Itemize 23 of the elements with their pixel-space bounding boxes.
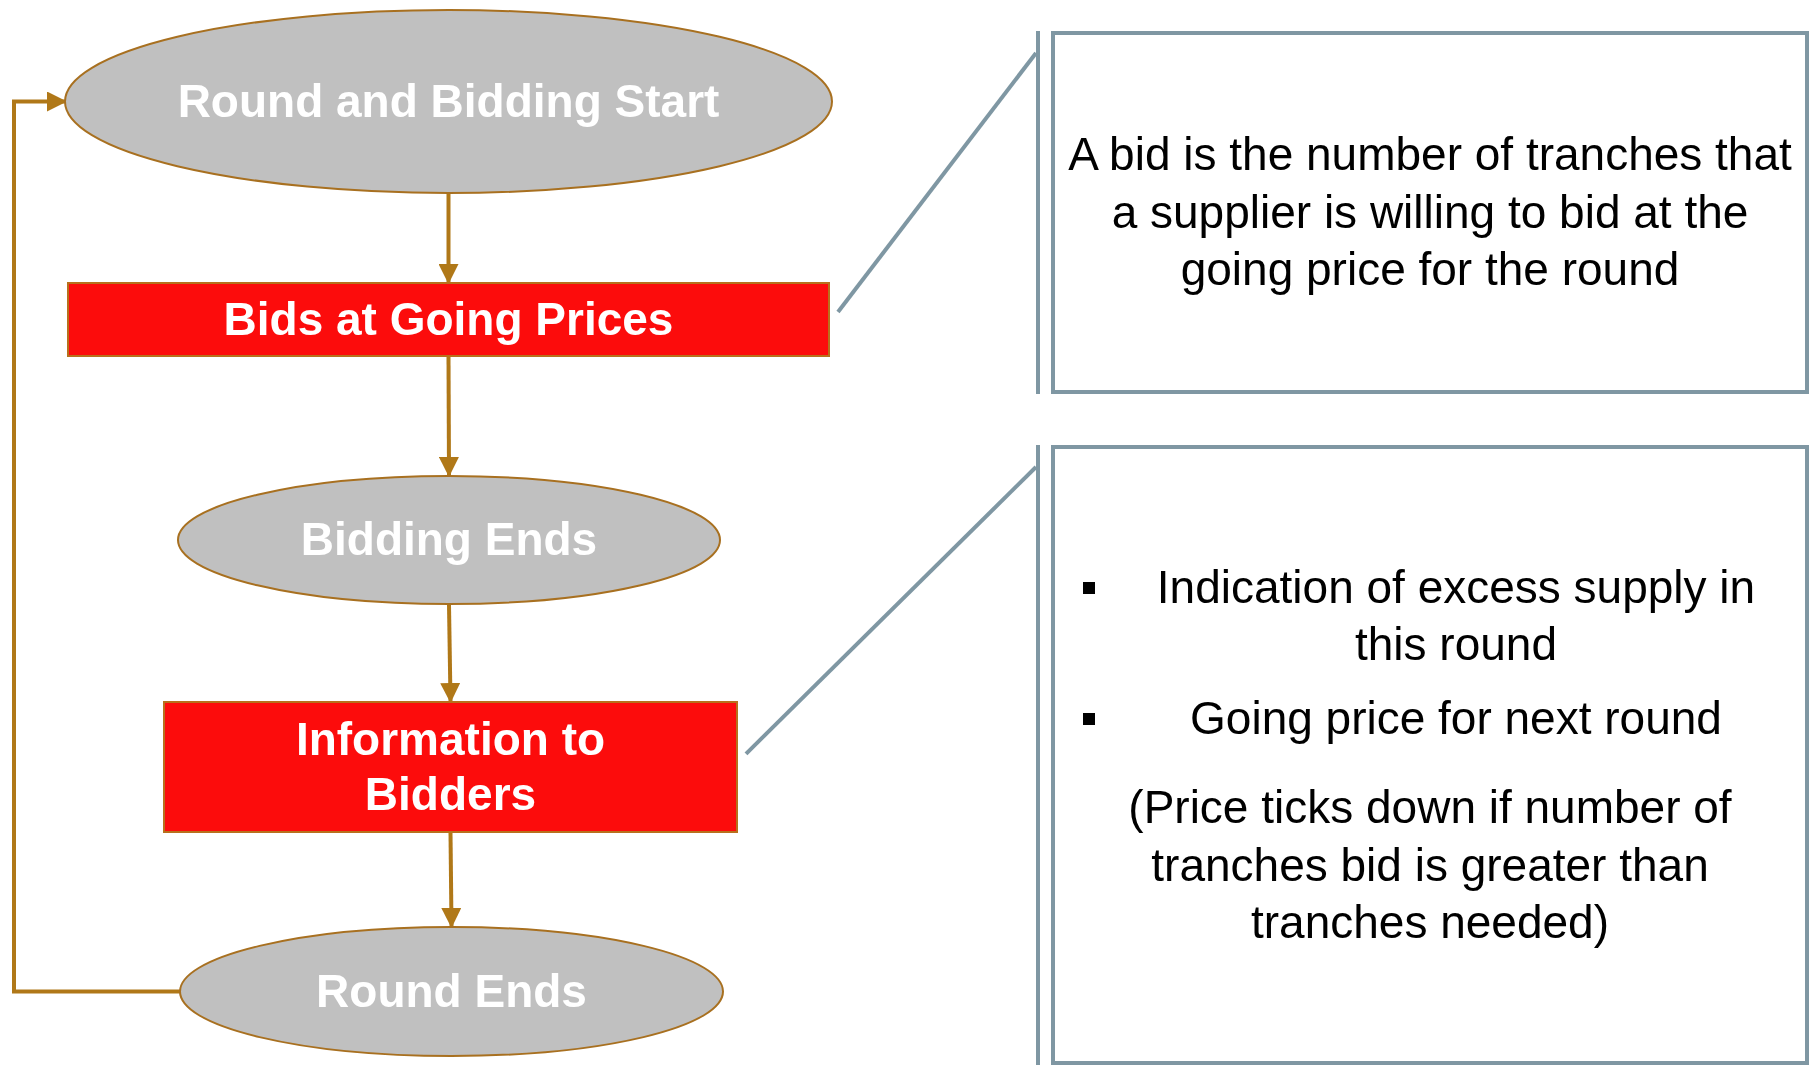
arrow bbox=[441, 832, 462, 928]
leader-line bbox=[744, 465, 1038, 756]
node-label: Bids at Going Prices bbox=[223, 291, 674, 347]
note-text: (Price ticks down if number of tranches bid is greater than tranches needed) bbox=[1127, 780, 1733, 950]
arrow bbox=[438, 194, 459, 284]
arrow bbox=[12, 91, 180, 994]
ellipse-node bbox=[64, 9, 833, 194]
node-label: Round and Bidding Start bbox=[177, 73, 720, 129]
bullet-item: Indication of excess supply in this round bbox=[1063, 558, 1797, 674]
node-label: Information to Bidders bbox=[294, 711, 607, 822]
leader-line bbox=[836, 51, 1038, 314]
arrow bbox=[438, 357, 459, 477]
ellipse-node bbox=[177, 475, 721, 605]
ellipse-node bbox=[179, 926, 724, 1057]
process-box bbox=[163, 701, 738, 833]
note-text: A bid is the number of tranches that a supplier is willing to bid at the going price for the round bbox=[1067, 127, 1793, 298]
callout-box bbox=[1036, 31, 1809, 394]
callout-box bbox=[1036, 445, 1809, 1065]
process-box bbox=[67, 282, 830, 357]
node-label: Round Ends bbox=[316, 963, 587, 1019]
bullet-item: Going price for next round bbox=[1063, 689, 1797, 747]
node-label: Bidding Ends bbox=[300, 512, 598, 568]
arrow bbox=[440, 604, 461, 703]
